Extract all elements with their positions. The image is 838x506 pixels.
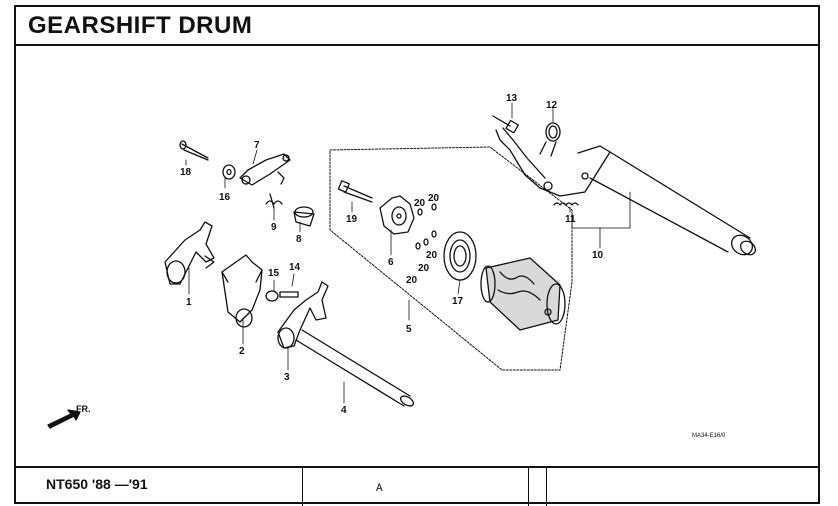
footer-divider xyxy=(528,468,529,506)
svg-text:5: 5 xyxy=(406,324,412,335)
svg-text:3: 3 xyxy=(284,372,290,383)
page-title: GEARSHIFT DRUM xyxy=(28,12,253,39)
svg-text:20: 20 xyxy=(418,263,430,274)
svg-text:13: 13 xyxy=(506,93,518,104)
leader-lines xyxy=(185,102,631,404)
svg-text:18: 18 xyxy=(180,167,192,178)
svg-text:11: 11 xyxy=(565,214,576,225)
svg-text:15: 15 xyxy=(268,268,280,279)
fork-1-drawing xyxy=(164,221,215,285)
bolt-19-drawing xyxy=(337,180,373,203)
svg-text:2: 2 xyxy=(239,346,245,357)
svg-text:4: 4 xyxy=(341,405,347,416)
svg-text:1: 1 xyxy=(186,297,192,308)
footer-code: A xyxy=(376,483,383,495)
svg-text:7: 7 xyxy=(254,140,260,151)
collar-drawing xyxy=(293,206,315,227)
svg-text:20: 20 xyxy=(414,198,426,209)
svg-text:19: 19 xyxy=(346,214,358,225)
shaft-drawing xyxy=(295,329,415,407)
drum-center-drawing xyxy=(379,195,415,235)
bearing-drawing xyxy=(443,231,477,281)
svg-text:14: 14 xyxy=(289,262,301,273)
footer-divider xyxy=(546,468,547,506)
svg-text:9: 9 xyxy=(271,222,277,233)
svg-text:12: 12 xyxy=(546,100,558,111)
return-spring-drawing xyxy=(553,202,579,206)
svg-text:20: 20 xyxy=(426,250,438,261)
footer: NT650 '88 —'91 A xyxy=(16,466,820,506)
svg-text:20: 20 xyxy=(428,193,440,204)
part-labels: 1 2 3 4 5 6 7 8 9 10 11 12 13 14 15 16 1… xyxy=(76,93,726,439)
gearshift-spindle-drawing xyxy=(495,127,757,256)
svg-text:16: 16 xyxy=(219,192,231,203)
svg-text:20: 20 xyxy=(406,275,418,286)
stopper-arm-drawing xyxy=(239,153,291,186)
spring-9-drawing xyxy=(265,193,283,209)
spring-12-drawing xyxy=(539,122,561,157)
plate-bolt-drawing xyxy=(265,290,299,302)
direction-label: FR. xyxy=(76,404,91,414)
washer-16-drawing xyxy=(222,164,236,180)
shift-drum-drawing xyxy=(480,257,566,331)
bolt-13-drawing xyxy=(492,115,519,134)
fork-3-drawing xyxy=(277,281,329,349)
fork-2-drawing xyxy=(221,254,263,328)
title-bar: GEARSHIFT DRUM xyxy=(16,7,820,46)
svg-text:6: 6 xyxy=(388,257,394,268)
svg-text:8: 8 xyxy=(296,234,302,245)
diagram-frame: GEARSHIFT DRUM NT650 '88 —'91 A xyxy=(14,5,820,506)
reference-code: MA34-E16/0 xyxy=(692,433,726,439)
drum-assembly-outline xyxy=(329,146,573,371)
svg-text:17: 17 xyxy=(452,296,464,307)
pins-drawing xyxy=(415,203,437,250)
model-label: NT650 '88 —'91 xyxy=(46,476,148,492)
bolt-18-drawing xyxy=(179,140,209,161)
footer-divider xyxy=(302,468,303,506)
svg-text:10: 10 xyxy=(592,250,604,261)
front-arrow xyxy=(47,409,81,429)
